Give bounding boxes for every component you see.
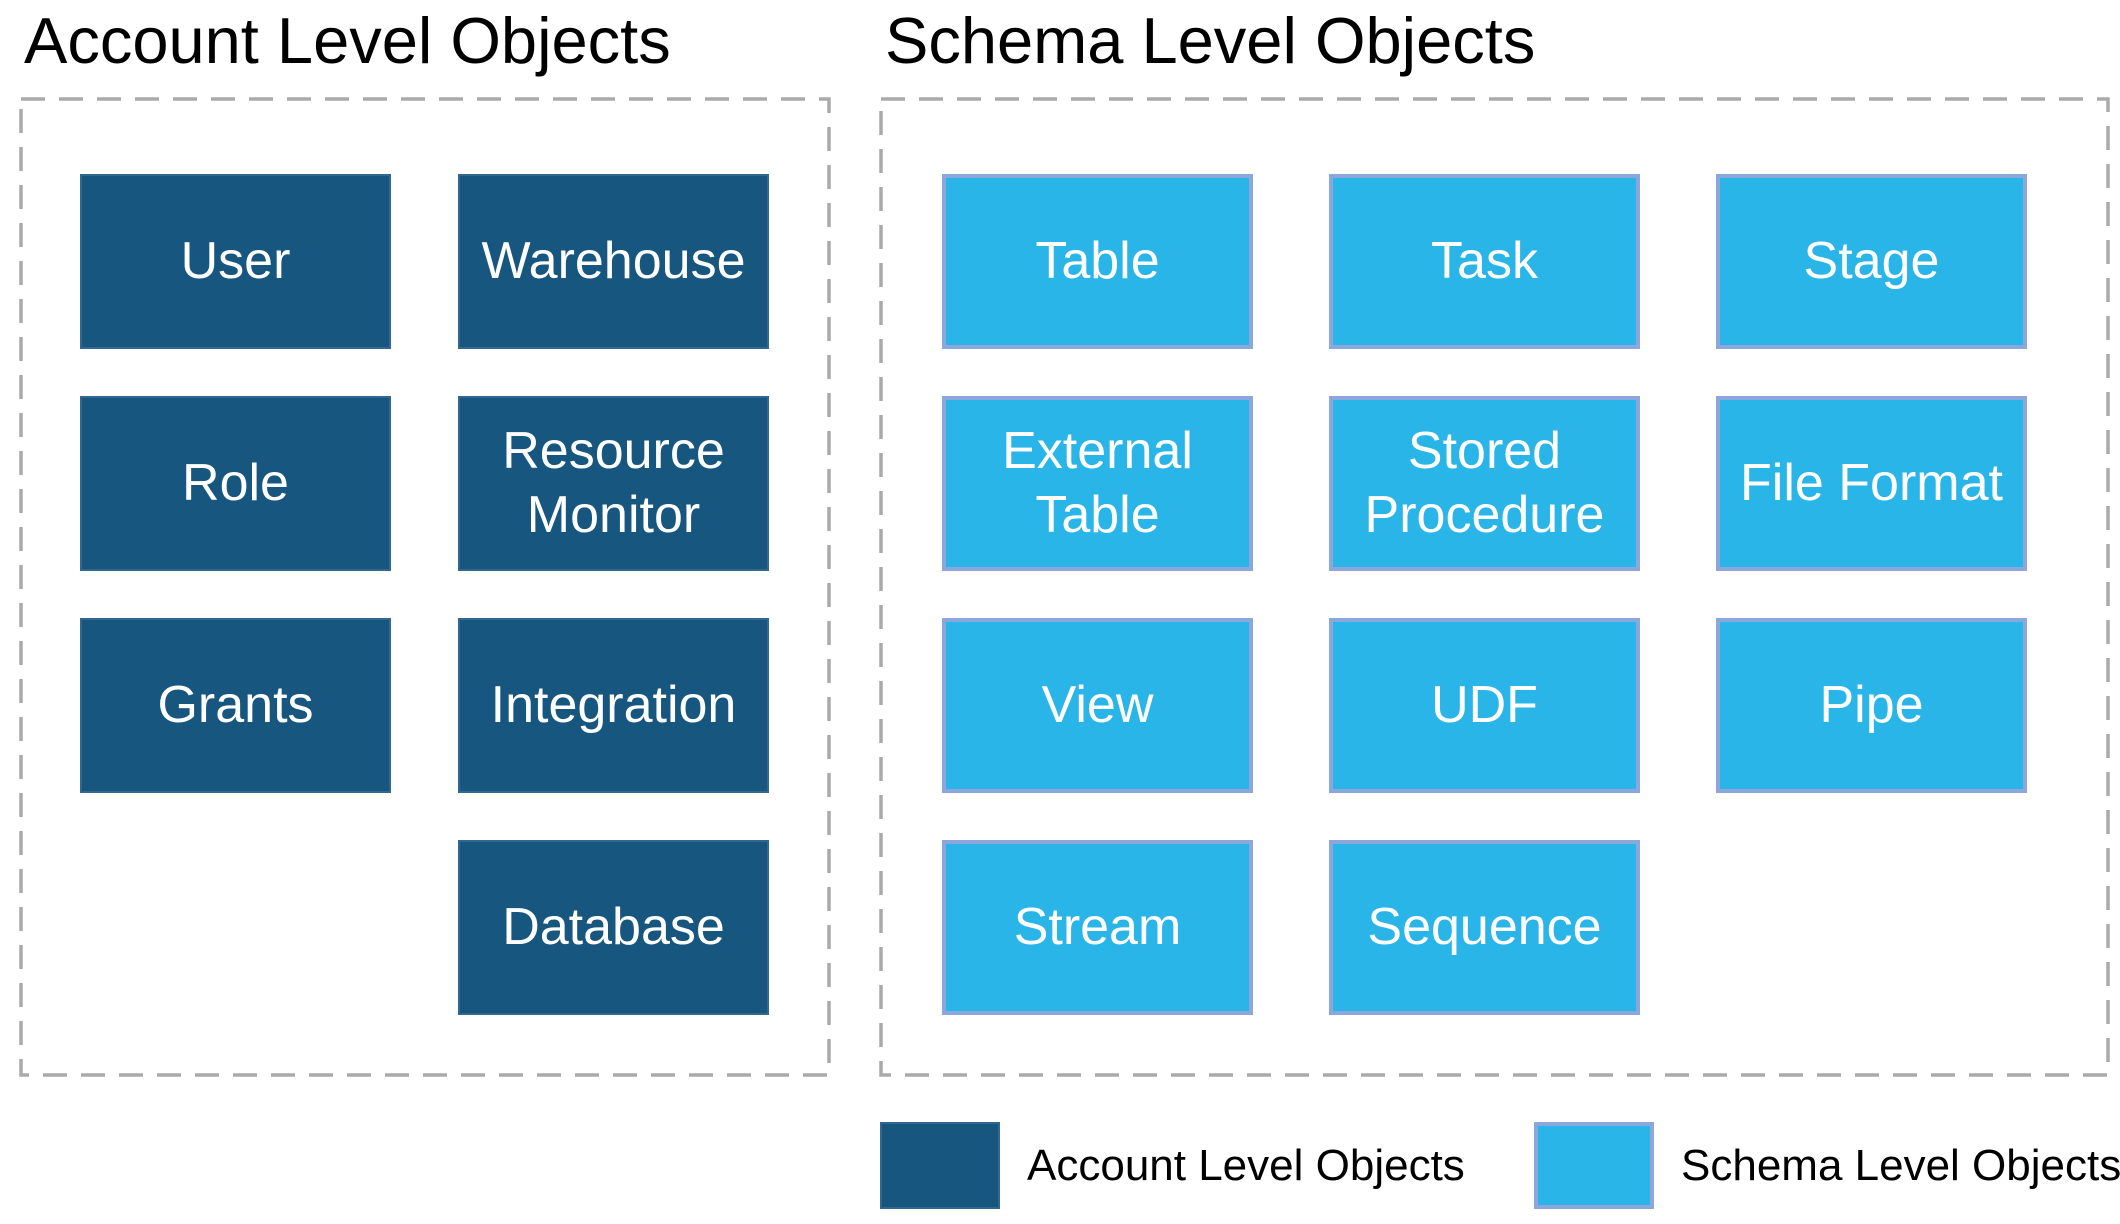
account-grid: User Warehouse Role Resource Monitor Gra… [19,97,831,1015]
legend-item-account: Account Level Objects [880,1122,1465,1209]
box-view: View [942,618,1253,793]
account-color-swatch [880,1122,1000,1209]
box-file-format: File Format [1716,396,2027,571]
account-panel: User Warehouse Role Resource Monitor Gra… [19,97,831,1077]
box-resource-monitor: Resource Monitor [458,396,769,571]
box-role: Role [80,396,391,571]
box-stream: Stream [942,840,1253,1015]
box-stored-procedure: Stored Procedure [1329,396,1640,571]
account-section-title: Account Level Objects [24,4,671,77]
schema-grid: Table Task Stage External Table Stored P… [879,97,2110,1015]
schema-color-swatch [1534,1122,1654,1209]
legend-label-schema: Schema Level Objects [1681,1140,2120,1190]
schema-panel: Table Task Stage External Table Stored P… [879,97,2110,1077]
box-udf: UDF [1329,618,1640,793]
box-warehouse: Warehouse [458,174,769,349]
box-pipe: Pipe [1716,618,2027,793]
box-external-table: External Table [942,396,1253,571]
box-stage: Stage [1716,174,2027,349]
box-database: Database [458,840,769,1015]
legend-label-account: Account Level Objects [1027,1140,1465,1190]
box-task: Task [1329,174,1640,349]
box-grants: Grants [80,618,391,793]
box-integration: Integration [458,618,769,793]
legend-item-schema: Schema Level Objects [1534,1122,2120,1209]
box-user: User [80,174,391,349]
box-sequence: Sequence [1329,840,1640,1015]
box-table: Table [942,174,1253,349]
schema-section-title: Schema Level Objects [885,4,1536,77]
